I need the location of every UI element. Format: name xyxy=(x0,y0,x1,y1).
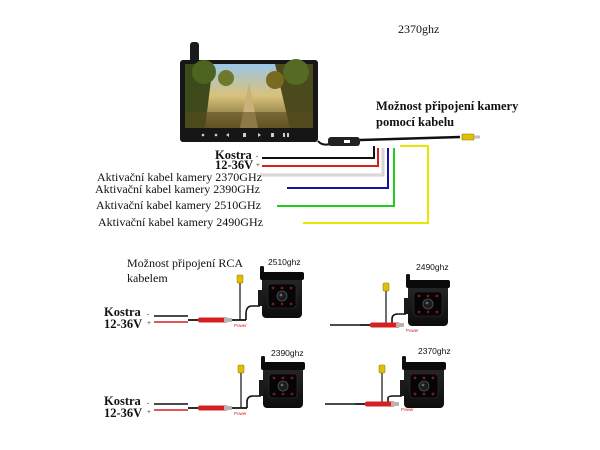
wire-power xyxy=(262,148,379,167)
camera-power-connector xyxy=(198,317,228,323)
camera-1-power-sign: + xyxy=(147,319,151,327)
camera-rca-plug-icon xyxy=(237,364,245,374)
camera-cable xyxy=(391,313,406,325)
wire-2510 xyxy=(277,148,395,207)
label-cam-2510: Aktivační kabel kamery 2510GHz xyxy=(96,198,261,212)
camera-1-freq: 2510ghz xyxy=(268,257,301,267)
label-cam-2370: Aktivační kabel kamery 2370GHz xyxy=(97,170,262,184)
label-cam-2390: Aktivační kabel kamery 2390GHz xyxy=(95,182,260,196)
rca-option-line2: kabelem xyxy=(127,271,168,285)
cable-option-line1: Možnost připojení kamery xyxy=(376,99,519,113)
camera-1-power-label: 12-36V xyxy=(104,317,143,331)
camera-cable xyxy=(246,395,261,408)
wire-ground xyxy=(262,148,375,159)
rca-option-line1: Možnost připojení RCA xyxy=(127,256,243,270)
camera-rca-plug-icon xyxy=(378,364,386,374)
ground-label: Kostra xyxy=(215,148,252,162)
camera-cable xyxy=(245,305,260,320)
camera-power-connector xyxy=(198,405,228,411)
cable-option-label: Možnost připojení kamery pomocí kabelu xyxy=(376,98,518,130)
power-sign: + xyxy=(256,161,260,169)
camera-cable xyxy=(387,395,402,404)
camera-power-connector xyxy=(365,401,395,407)
monitor-screen xyxy=(185,59,313,128)
camera-power-tag: Power xyxy=(406,328,419,333)
label-cam-2490: Aktivační kabel kamery 2490GHz xyxy=(98,215,263,229)
cable-option-line2: pomocí kabelu xyxy=(376,115,455,129)
camera-2: Power xyxy=(330,274,450,333)
monitor-wires xyxy=(260,145,429,224)
camera-3: Power xyxy=(154,356,305,416)
camera-2-freq: 2490ghz xyxy=(416,262,449,272)
camera-1: Power xyxy=(154,266,304,328)
camera-3-power-label: 12-36V xyxy=(104,406,143,420)
top-frequency-label: 2370ghz xyxy=(398,22,440,36)
power-label: 12-36V xyxy=(215,158,254,172)
wire-2390 xyxy=(287,148,389,189)
camera-1-ground-sign: - xyxy=(147,310,150,318)
monitor-antenna-icon xyxy=(190,42,199,64)
camera-3-power-sign: + xyxy=(147,408,151,416)
camera-power-tag: Power xyxy=(401,407,414,412)
camera-power-tag: Power xyxy=(234,323,247,328)
camera-3-ground-label: Kostra xyxy=(104,394,141,408)
ground-sign: - xyxy=(256,152,259,160)
camera-1-ground-label: Kostra xyxy=(104,305,141,319)
camera-4: Power xyxy=(325,356,446,412)
camera-rca-plug-icon xyxy=(382,282,390,292)
wire-2490 xyxy=(303,145,429,224)
rca-option-label: Možnost připojení RCA kabelem xyxy=(127,256,243,286)
camera-rca-plug-icon xyxy=(236,274,244,284)
wire-2370 xyxy=(260,148,385,177)
monitor-rca-plug-icon xyxy=(461,133,475,141)
camera-lens-icon xyxy=(276,290,288,302)
camera-lens-icon xyxy=(422,298,434,310)
camera-4-freq: 2370ghz xyxy=(418,346,451,356)
camera-lens-icon xyxy=(418,380,430,392)
monitor xyxy=(180,42,480,150)
camera-lens-icon xyxy=(277,380,289,392)
camera-3-freq: 2390ghz xyxy=(271,348,304,358)
camera-power-tag: Power xyxy=(234,411,247,416)
monitor-button-row[interactable] xyxy=(201,133,289,137)
camera-3-ground-sign: - xyxy=(147,399,150,407)
camera-power-connector xyxy=(370,322,400,328)
